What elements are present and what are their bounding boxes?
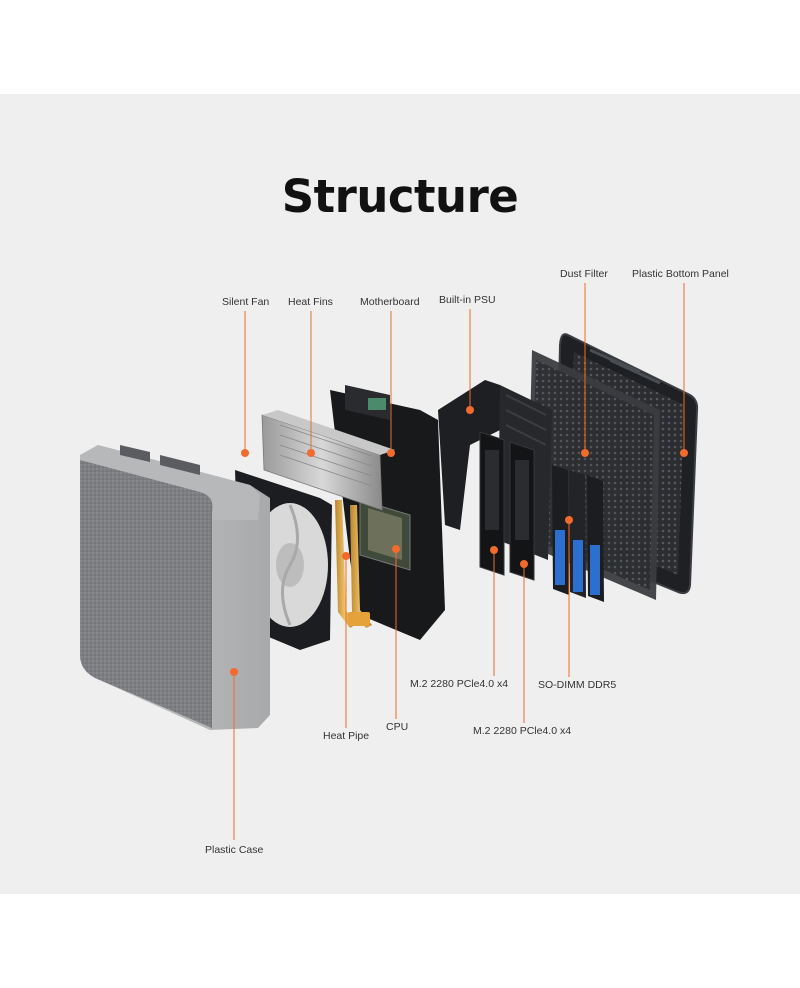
label-dust-filter: Dust Filter bbox=[560, 268, 608, 280]
m2-ssd-illustration bbox=[479, 431, 535, 581]
label-built-in-psu: Built-in PSU bbox=[439, 294, 496, 306]
label-silent-fan: Silent Fan bbox=[222, 296, 270, 308]
page-title: Structure bbox=[281, 170, 519, 223]
label-heat-pipe: Heat Pipe bbox=[323, 730, 370, 742]
label-m2-ssd-2: M.2 2280 PCle4.0 x4 bbox=[473, 725, 572, 737]
heat-fins-illustration bbox=[261, 410, 395, 511]
label-plastic-bottom-panel: Plastic Bottom Panel bbox=[632, 268, 729, 280]
motherboard-illustration bbox=[330, 385, 445, 640]
label-heat-fins: Heat Fins bbox=[288, 296, 333, 308]
label-m2-ssd-1: M.2 2280 PCle4.0 x4 bbox=[410, 678, 509, 690]
heat-pipe-illustration bbox=[335, 500, 372, 628]
label-motherboard: Motherboard bbox=[360, 296, 420, 308]
label-cpu: CPU bbox=[386, 721, 409, 733]
label-so-dimm: SO-DIMM DDR5 bbox=[538, 679, 617, 691]
so-dimm-illustration bbox=[552, 465, 604, 602]
label-plastic-case: Plastic Case bbox=[205, 844, 264, 856]
plastic-case-illustration bbox=[80, 445, 270, 730]
